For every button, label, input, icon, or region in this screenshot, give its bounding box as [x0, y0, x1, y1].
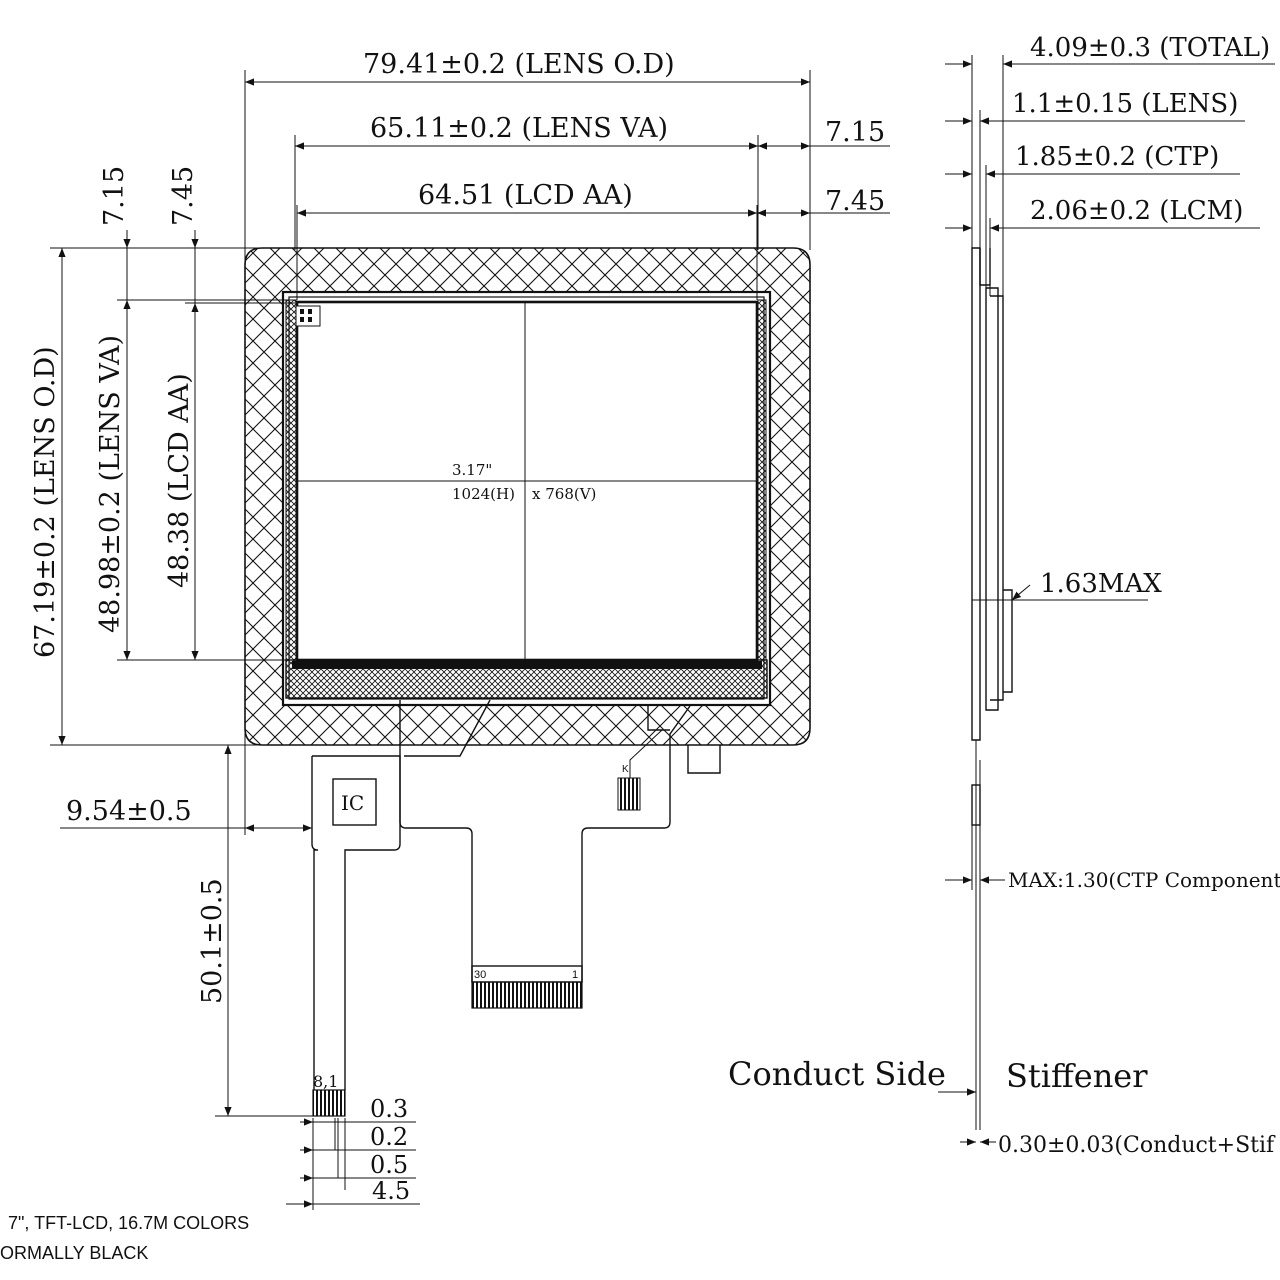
pin-first-label: 30: [474, 969, 486, 981]
pitch-dim-3: 0.5: [370, 1151, 408, 1179]
width-lens-od: 79.41±0.2 (LENS O.D): [363, 49, 675, 80]
test-pads: [295, 305, 321, 327]
height-lens-od: 67.19±0.2 (LENS O.D): [30, 346, 61, 658]
stiffener-label: Stiffener: [1006, 1057, 1148, 1095]
height-top-offset-va: 7.15: [99, 166, 130, 226]
fpc-cable: 30 1 IC 8,1 K: [311, 699, 721, 1117]
side-ctp: 1.85±0.2 (CTP): [1015, 142, 1219, 172]
screen-resolution-h: 1024(H): [452, 485, 515, 503]
conduct-side-label: Conduct Side: [728, 1055, 946, 1093]
fpc-connector-pins: [471, 981, 583, 1009]
pin-last-label: 1: [572, 969, 578, 981]
width-right-offset-aa: 7.45: [825, 186, 885, 217]
pitch-dim-4: 4.5: [372, 1177, 410, 1205]
ic-label: IC: [341, 791, 364, 815]
screen-resolution-v: x 768(V): [532, 485, 596, 503]
fpc-dimensions: 9.54±0.5 50.1±0.5: [60, 744, 313, 1117]
height-lcd-aa: 48.38 (LCD AA): [164, 373, 195, 588]
pitch-dim-1: 0.3: [370, 1095, 408, 1123]
fpc-left-offset: 9.54±0.5: [66, 796, 192, 827]
front-view: 3.17" 1024(H) x 768(V) 30 1 IC 8,1 K: [0, 49, 890, 1263]
fpc-length: 50.1±0.5: [197, 878, 228, 1004]
note-line-1: 7", TFT-LCD, 16.7M COLORS: [8, 1213, 249, 1233]
conduct-thickness: 0.30±0.03(Conduct+Stif: [998, 1133, 1276, 1158]
tail-connector-label: 8,1: [313, 1072, 338, 1091]
k-label: K: [622, 764, 629, 775]
side-lens: 1.1±0.15 (LENS): [1012, 89, 1238, 119]
height-lens-va: 48.98±0.2 (LENS VA): [95, 335, 126, 633]
width-right-offset-va: 7.15: [825, 117, 885, 148]
width-lens-va: 65.11±0.2 (LENS VA): [370, 113, 668, 144]
height-dimensions: 67.19±0.2 (LENS O.D) 48.98±0.2 (LENS VA)…: [30, 166, 297, 746]
lcm-frame: [281, 290, 772, 707]
side-ctp-component: MAX:1.30(CTP Component): [1008, 868, 1280, 892]
side-max-163: 1.63MAX: [1040, 569, 1162, 599]
tail-connector: [312, 1089, 346, 1117]
side-view: 4.09±0.3 (TOTAL) 1.1±0.15 (LENS) 1.85±0.…: [728, 33, 1280, 1158]
width-dimensions: 79.41±0.2 (LENS O.D) 65.11±0.2 (LENS VA)…: [244, 49, 890, 835]
side-lcm: 2.06±0.2 (LCM): [1030, 196, 1243, 226]
pitch-dim-2: 0.2: [370, 1123, 408, 1151]
width-lcd-aa: 64.51 (LCD AA): [418, 180, 633, 211]
screen-size: 3.17": [452, 461, 492, 479]
note-line-2: ORMALLY BLACK: [0, 1243, 148, 1263]
pitch-dimensions: 0.3 0.2 0.5 4.5: [286, 1095, 420, 1210]
height-top-offset-aa: 7.45: [168, 166, 199, 226]
side-total: 4.09±0.3 (TOTAL): [1030, 33, 1270, 63]
